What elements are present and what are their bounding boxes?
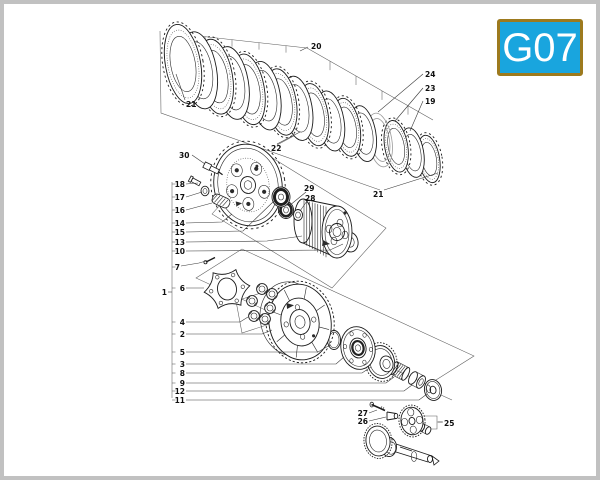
leader-line (186, 316, 249, 323)
flange-bolt-holes (343, 331, 373, 365)
end-disc (423, 379, 443, 401)
callout-7: 7 (175, 263, 180, 272)
leader-line (186, 329, 273, 335)
page-code-badge: G07 (497, 19, 583, 76)
callout-20: 20 (311, 42, 321, 51)
release-bearing (271, 186, 291, 208)
countershaft-assembly (363, 423, 440, 466)
callout-23: 23 (425, 84, 435, 93)
callout-4: 4 (180, 318, 185, 327)
callout-10: 10 (175, 247, 185, 256)
direction-arrow (286, 303, 295, 310)
callout-2: 2 (180, 330, 185, 339)
callout-11: 11 (175, 396, 185, 405)
washer-17 (200, 185, 210, 197)
screw-7 (203, 256, 216, 265)
leader-line (394, 87, 424, 122)
callout-3: 3 (180, 360, 185, 369)
bracket-ticks (172, 183, 176, 401)
hub-and-pressure-plate-group (187, 140, 359, 259)
hub-splines (303, 200, 327, 258)
leader-line (299, 200, 308, 212)
bolt-27 (369, 401, 386, 412)
bolt-18 (187, 175, 202, 187)
leader-line (299, 46, 309, 52)
callout-27: 27 (358, 409, 368, 418)
construction-lines (159, 30, 475, 430)
callout-12: 12 (175, 387, 185, 396)
leader-line (186, 344, 331, 353)
idler-gear-25 (398, 404, 426, 438)
callout-24: 24 (425, 70, 435, 79)
leader-line (191, 154, 206, 165)
callout-30: 30 (179, 151, 189, 160)
shaft-group (363, 401, 440, 466)
bushing-12 (408, 371, 426, 389)
idler-gear-holes (401, 408, 423, 434)
clutch-plate (161, 21, 205, 107)
callout-9: 9 (180, 379, 185, 388)
callout-15: 15 (175, 228, 185, 237)
leader-line (175, 73, 186, 101)
clutch-plate (381, 117, 412, 176)
callout-26: 26 (358, 417, 368, 426)
page-code: G07 (502, 25, 578, 70)
leader-line (185, 235, 303, 243)
callout-13: 13 (175, 238, 185, 247)
callout-19: 19 (425, 97, 435, 106)
callout-14: 14 (175, 219, 185, 228)
leader-line (288, 191, 307, 207)
direction-arrow (322, 240, 330, 246)
callout-17: 17 (175, 193, 185, 202)
adjuster-30 (202, 161, 223, 176)
leader-line (409, 100, 424, 132)
leader-line (377, 73, 424, 113)
lifter-plate-holes (209, 272, 245, 306)
leader-line (186, 393, 428, 401)
leader-line (276, 131, 301, 145)
clutch-basket (259, 280, 335, 364)
washer-28 (293, 209, 303, 221)
callouts-layer: 2021222423192130181716141513102928761425… (162, 42, 455, 428)
callout-22: 22 (271, 144, 281, 153)
clutch-hub (293, 198, 353, 259)
callout-18: 18 (175, 180, 185, 189)
callout-29: 29 (304, 184, 314, 193)
callout-21: 21 (186, 100, 196, 109)
clutch-basket-group (203, 256, 443, 401)
leader-line (185, 202, 213, 211)
leader-line (185, 191, 203, 198)
leader-line (368, 409, 378, 414)
leader-line (186, 376, 395, 384)
callout-5: 5 (180, 348, 185, 357)
leader-line (186, 366, 372, 374)
leader-line (383, 172, 439, 191)
leader-line (185, 200, 275, 233)
callout-6: 6 (180, 284, 185, 293)
pinion-26 (386, 411, 399, 421)
callout-1: 1 (162, 288, 167, 297)
hub-flange (340, 326, 376, 370)
callout-25: 25 (444, 419, 454, 428)
callout-28: 28 (305, 194, 315, 203)
roller-set (246, 283, 278, 325)
callout-21: 21 (373, 190, 383, 199)
clutch-plate-stack (161, 21, 444, 186)
leader-line (186, 356, 345, 365)
pressure-plate (210, 140, 286, 230)
spring-pockets (226, 161, 270, 211)
leader-line (180, 260, 207, 267)
lifter-plate (203, 268, 251, 310)
callout-8: 8 (180, 369, 185, 378)
callout-16: 16 (175, 206, 185, 215)
basket-slots (271, 287, 330, 358)
leader-line (185, 243, 344, 252)
leader-line (185, 213, 233, 224)
spring-16 (211, 193, 231, 209)
leader-line (368, 416, 387, 422)
leader-line (186, 384, 413, 392)
leader-line (185, 182, 199, 185)
